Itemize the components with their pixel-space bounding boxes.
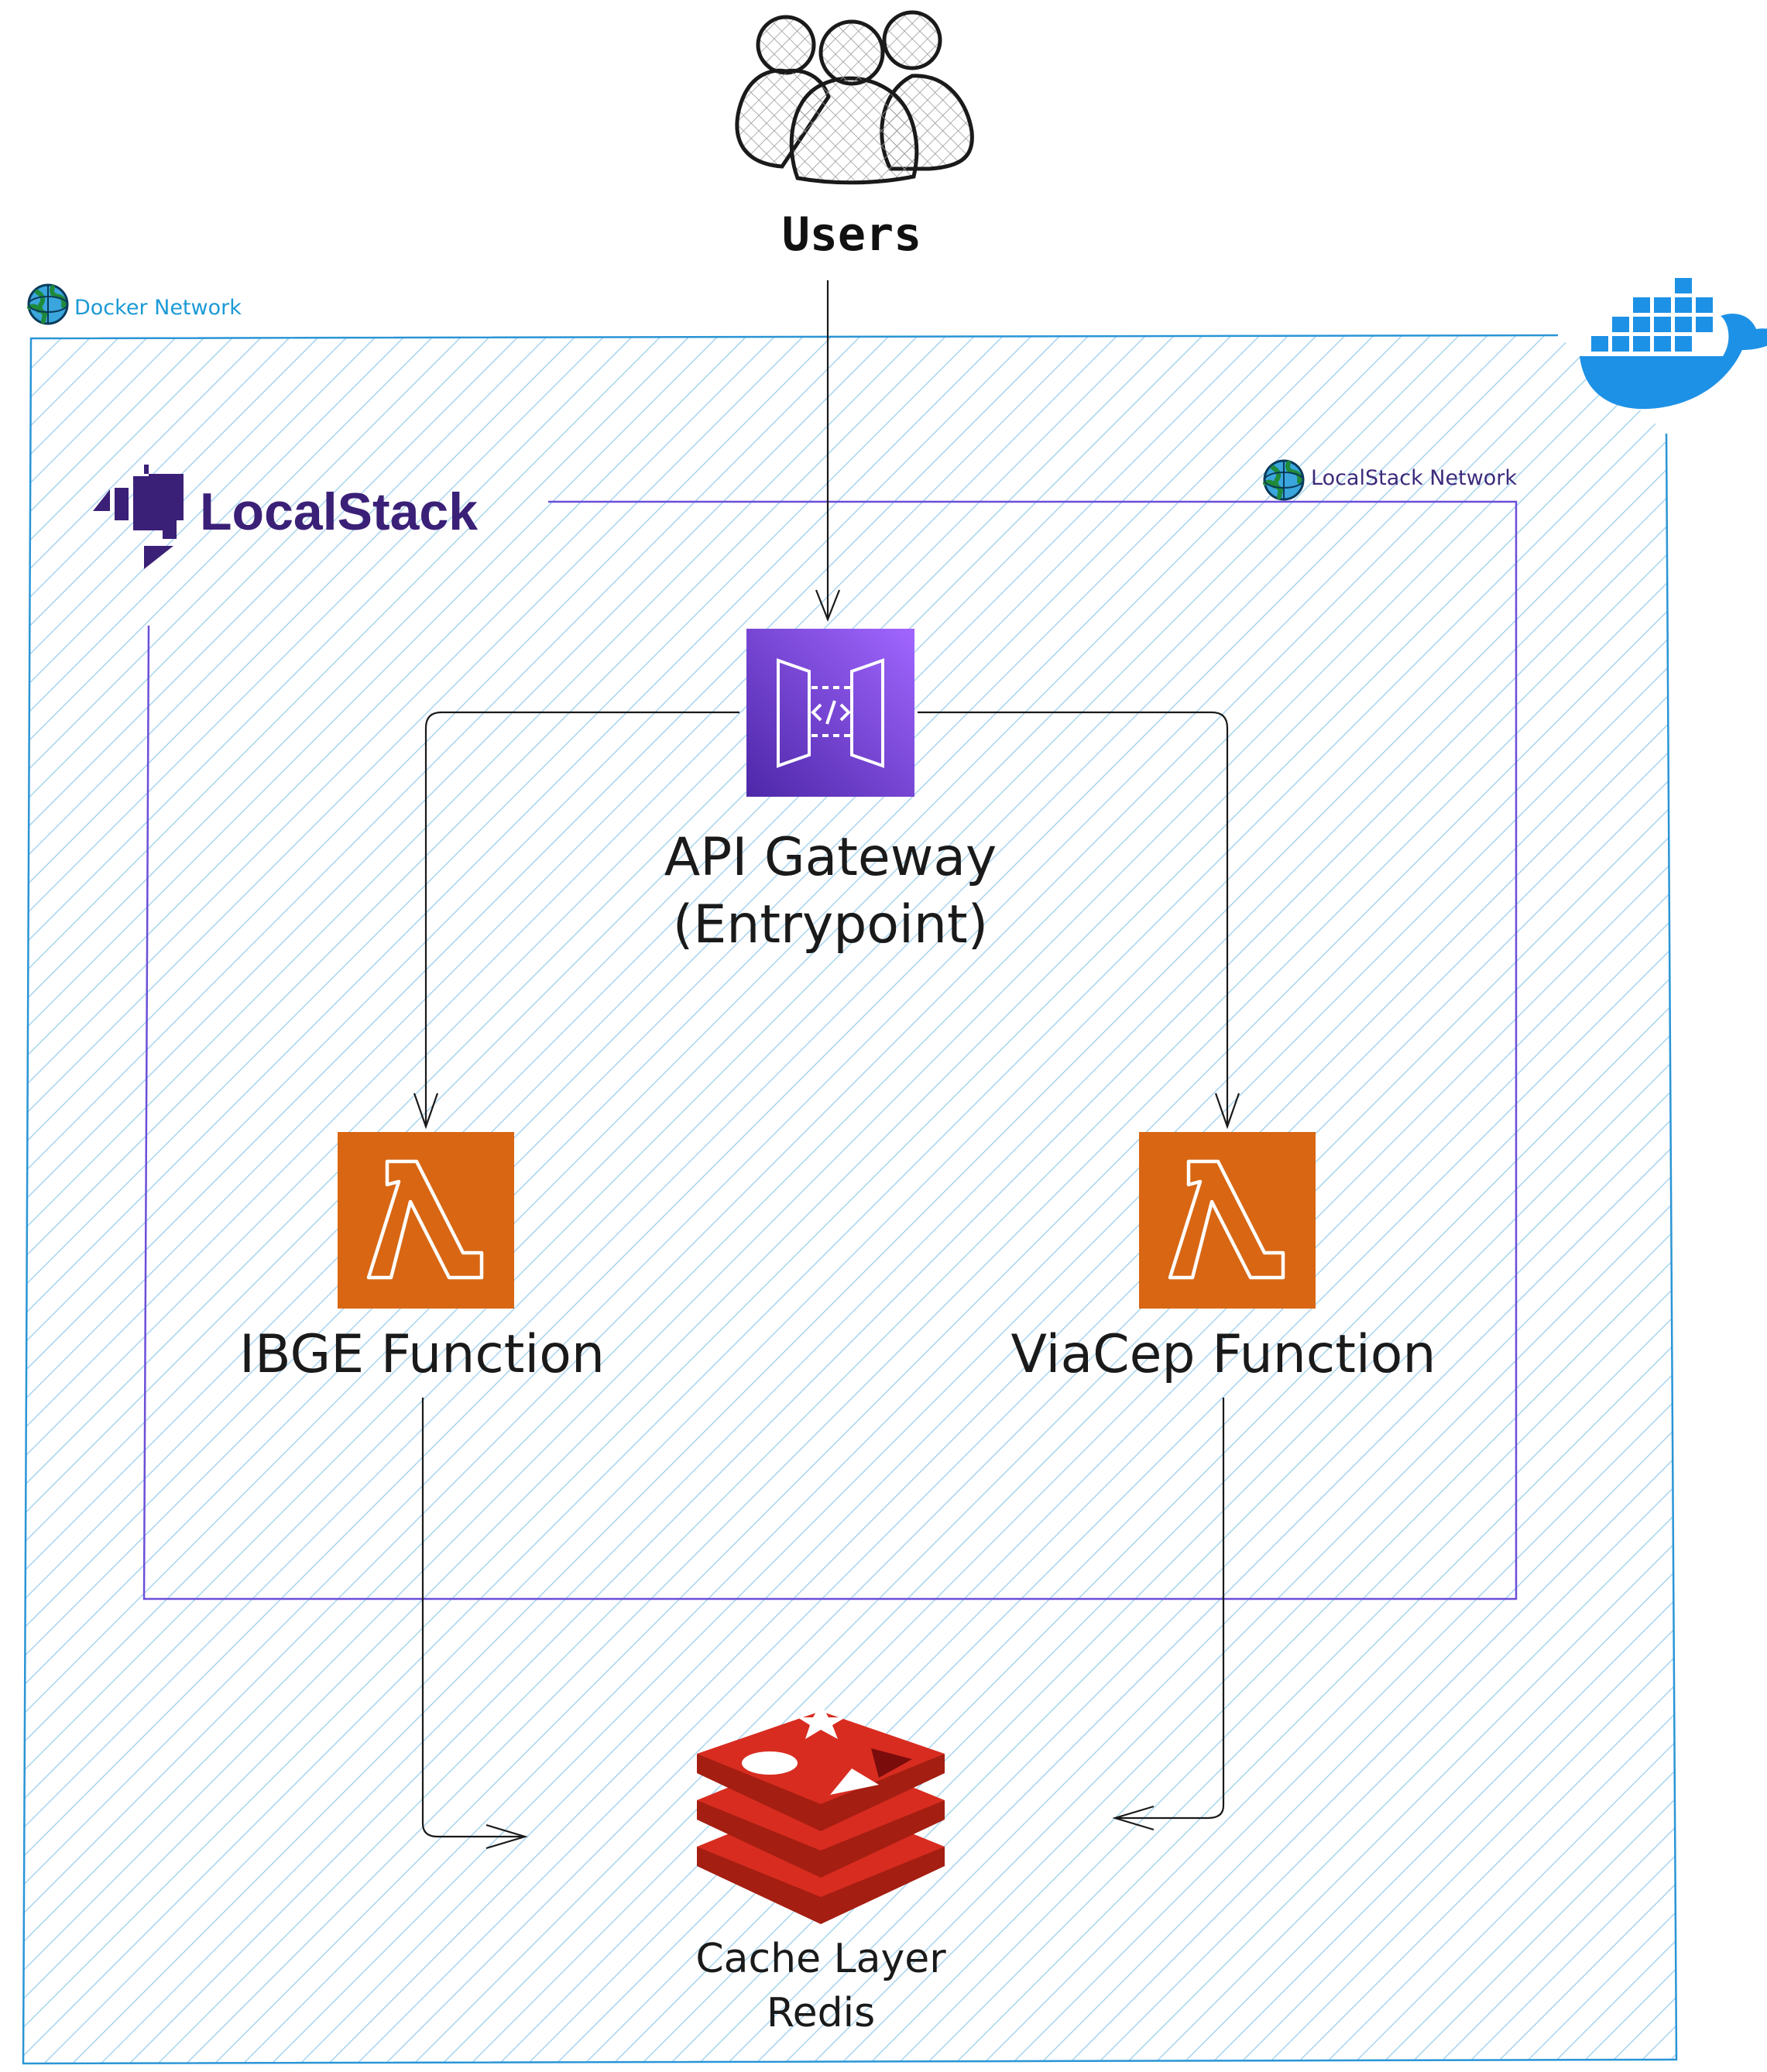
globe-icon: [1263, 459, 1305, 501]
arrow-viacep-to-redis: [1117, 1398, 1225, 1820]
localstack-logo-text: LocalStack: [200, 482, 479, 541]
ibge-function-label: IBGE Function: [238, 1324, 605, 1385]
globe-icon: [27, 283, 69, 325]
redis-label-line1: Cache Layer: [695, 1936, 946, 1982]
localstack-network-container: [142, 500, 1518, 1600]
api-gateway-label-line1: API Gateway: [664, 827, 997, 888]
arrow-ibge-to-redis: [421, 1398, 523, 1838]
docker-network-label: Docker Network: [74, 296, 242, 320]
users-label: Users: [781, 208, 922, 262]
redis-icon: [697, 1703, 945, 1924]
viacep-function-label: ViaCep Function: [1010, 1324, 1436, 1385]
docker-network-container: [22, 334, 1678, 2065]
arrows: [413, 280, 1240, 1850]
docker-whale-icon: [1580, 278, 1767, 410]
localstack-logo-icon: [93, 465, 184, 569]
localstack-network-label: LocalStack Network: [1311, 466, 1518, 490]
lambda-icon: [338, 1132, 514, 1309]
redis-label-line2: Redis: [766, 1990, 876, 2036]
api-gateway-label-line2: (Entrypoint): [672, 894, 989, 955]
api-gateway-icon: [746, 629, 914, 797]
users-icon: [735, 10, 974, 185]
arrow-api-to-viacep: [918, 711, 1229, 1127]
arrow-api-to-ibge: [424, 711, 739, 1127]
lambda-icon: [1139, 1132, 1316, 1309]
